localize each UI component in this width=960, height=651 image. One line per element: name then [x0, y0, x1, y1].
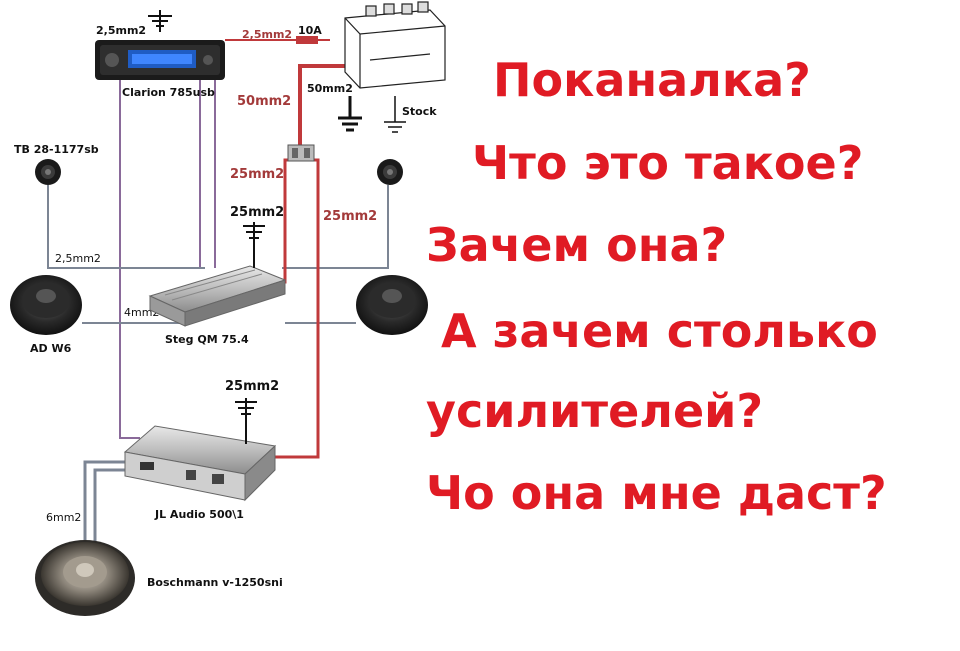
- head-unit-ground-label: 2,5mm2: [96, 24, 146, 37]
- subwoofer-label: Boschmann v-1250sni: [147, 576, 283, 589]
- steg-ground-wire-label: 25mm2: [230, 205, 284, 220]
- question-4: А зачем столько: [441, 304, 878, 358]
- subwoofer-icon: [35, 540, 135, 616]
- question-3: Зачем она?: [426, 218, 728, 272]
- fuse-icon: [296, 36, 318, 44]
- jl-amp-label: JL Audio 500\1: [154, 508, 244, 521]
- fuse-label: 10A: [298, 24, 322, 37]
- speaker-wires: [47, 185, 389, 545]
- tweeter-label: TB 28-1177sb: [14, 143, 99, 156]
- midbass-left-icon: [10, 275, 82, 335]
- question-2: Что это такое?: [472, 136, 864, 190]
- jl-power-wire-label: 25mm2: [323, 209, 377, 224]
- jl-amp-icon: [123, 425, 277, 502]
- midbass-label: AD W6: [30, 342, 72, 355]
- battery-ground-icon: [338, 96, 362, 132]
- distribution-block-icon: [287, 144, 315, 162]
- steg-ground-icon: [243, 222, 265, 268]
- question-6: Чо она мне даст?: [426, 466, 887, 520]
- tweeter-right-icon: [377, 159, 403, 185]
- jl-ground-wire-label: 25mm2: [225, 379, 279, 394]
- stock-ground-icon: [384, 96, 406, 133]
- tweeter-wire-label: 2,5mm2: [55, 252, 101, 265]
- sub-wire-label: 6mm2: [46, 511, 81, 524]
- head-unit-power-label: 2,5mm2: [242, 28, 292, 41]
- steg-amp-icon: [148, 265, 287, 327]
- jl-ground-icon: [235, 398, 257, 444]
- steg-amp-label: Steg QM 75.4: [165, 333, 249, 346]
- question-5: усилителей?: [426, 384, 764, 438]
- midbass-right-icon: [356, 275, 428, 335]
- tweeter-left-icon: [35, 159, 61, 185]
- stock-label: Stock: [402, 105, 437, 118]
- question-1: Поканалка?: [493, 53, 811, 107]
- head-unit-label: Clarion 785usb: [122, 86, 215, 99]
- signal-wires: [119, 78, 216, 439]
- ground-icon: [148, 10, 172, 32]
- battery-icon: [344, 1, 446, 89]
- battery-main-wire-label: 50mm2: [237, 94, 291, 109]
- head-unit: [95, 40, 225, 80]
- battery-ground-wire-label: 50mm2: [307, 82, 353, 95]
- steg-power-wire-label: 25mm2: [230, 167, 284, 182]
